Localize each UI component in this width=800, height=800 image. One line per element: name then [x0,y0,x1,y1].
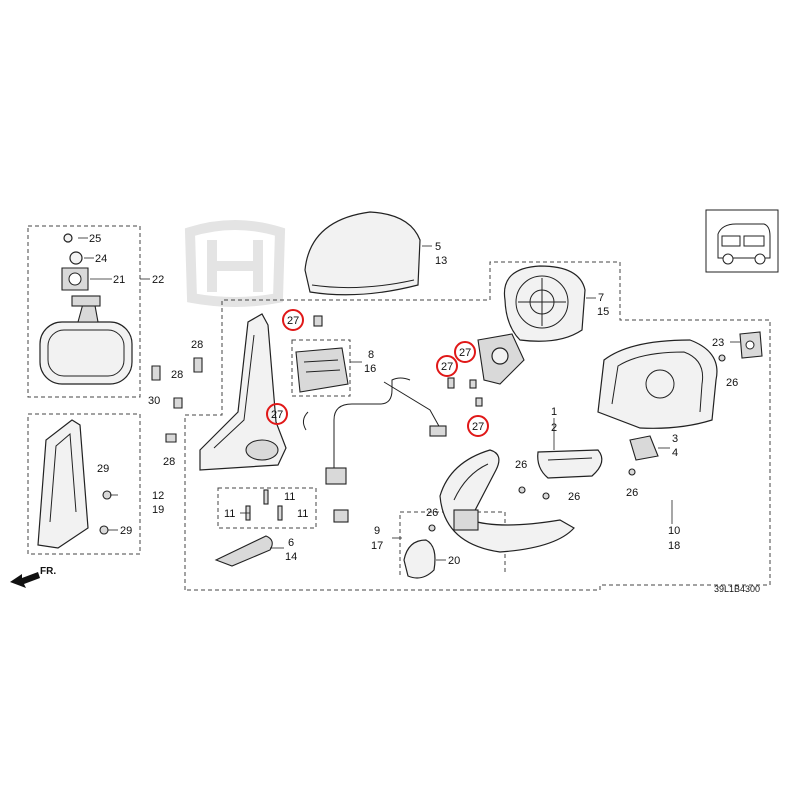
callout-12: 12 [152,490,164,502]
callout-29: 29 [97,463,109,475]
callout-1: 1 [551,406,557,418]
callout-11: 11 [297,508,308,520]
callout-28: 28 [171,369,183,381]
lower-garnish [439,449,575,553]
highlight-ring [436,355,458,377]
callout-labels: 25 24 21 22 28 28 30 28 29 29 12 19 5 13… [89,233,738,567]
callout-28: 28 [191,339,203,351]
callout-9: 9 [374,525,380,537]
callout-3: 3 [672,433,678,445]
watermark-logo [184,220,286,307]
callout-22: 22 [152,274,164,286]
bolt-parts [151,357,203,443]
callout-15: 15 [597,306,609,318]
callout-14: 14 [285,551,297,563]
callout-11: 11 [284,491,295,503]
garnish-part [37,419,112,549]
callout-18: 18 [668,540,680,552]
highlight-rings [266,309,489,437]
side-turn-light [537,449,603,479]
lower-trim [214,535,273,567]
mirror-motor [447,333,525,407]
callout-24: 24 [95,253,107,265]
mirror-actuator [295,315,349,393]
leader-lines [78,237,740,561]
direction-label: FR. [40,566,56,577]
callout-26: 26 [726,377,738,389]
callout-26: 26 [515,459,527,471]
callout-27: 27 [459,347,471,359]
mirror-base [199,313,287,471]
callout-7: 7 [598,292,604,304]
callout-20: 20 [448,555,460,567]
callout-2: 2 [551,422,557,434]
highlight-ring [454,341,476,363]
small-bracket [629,435,659,461]
callout-17: 17 [371,540,383,552]
callout-8: 8 [368,349,374,361]
mirror-housing [597,339,718,429]
mirror-glass [503,265,586,342]
callout-21: 21 [113,274,125,286]
puddle-lens [403,539,436,579]
callout-4: 4 [672,447,678,459]
front-direction-indicator: FR. [10,566,56,588]
callout-26: 26 [568,491,580,503]
callout-26: 26 [626,487,638,499]
callout-10: 10 [668,525,680,537]
arrow-left-icon [10,572,40,588]
callout-25: 25 [89,233,101,245]
assembly-frames [27,225,771,591]
vehicle-thumbnail [705,209,779,273]
highlight-ring [282,309,304,331]
highlight-ring [467,415,489,437]
callout-19: 19 [152,504,164,516]
callout-16: 16 [364,363,376,375]
callout-6: 6 [288,537,294,549]
rearview-mirror-assembly [39,233,133,385]
wire-harness [302,377,447,523]
callout-28: 28 [163,456,175,468]
callout-27: 27 [441,361,453,373]
fastener-parts [428,354,726,532]
highlight-ring [266,403,288,425]
callout-27: 27 [271,409,283,421]
diagram-code: 39L1B4300 [714,584,760,594]
callout-27: 27 [472,421,484,433]
callout-26: 26 [426,507,438,519]
screw-parts [245,489,283,521]
callout-29: 29 [120,525,132,537]
callout-27: 27 [287,315,299,327]
mirror-cap [304,211,421,296]
callout-13: 13 [435,255,447,267]
cover-plate [739,331,763,359]
callout-23: 23 [712,337,724,349]
callout-30: 30 [148,395,160,407]
callout-11: 11 [224,508,235,520]
callout-5: 5 [435,241,441,253]
